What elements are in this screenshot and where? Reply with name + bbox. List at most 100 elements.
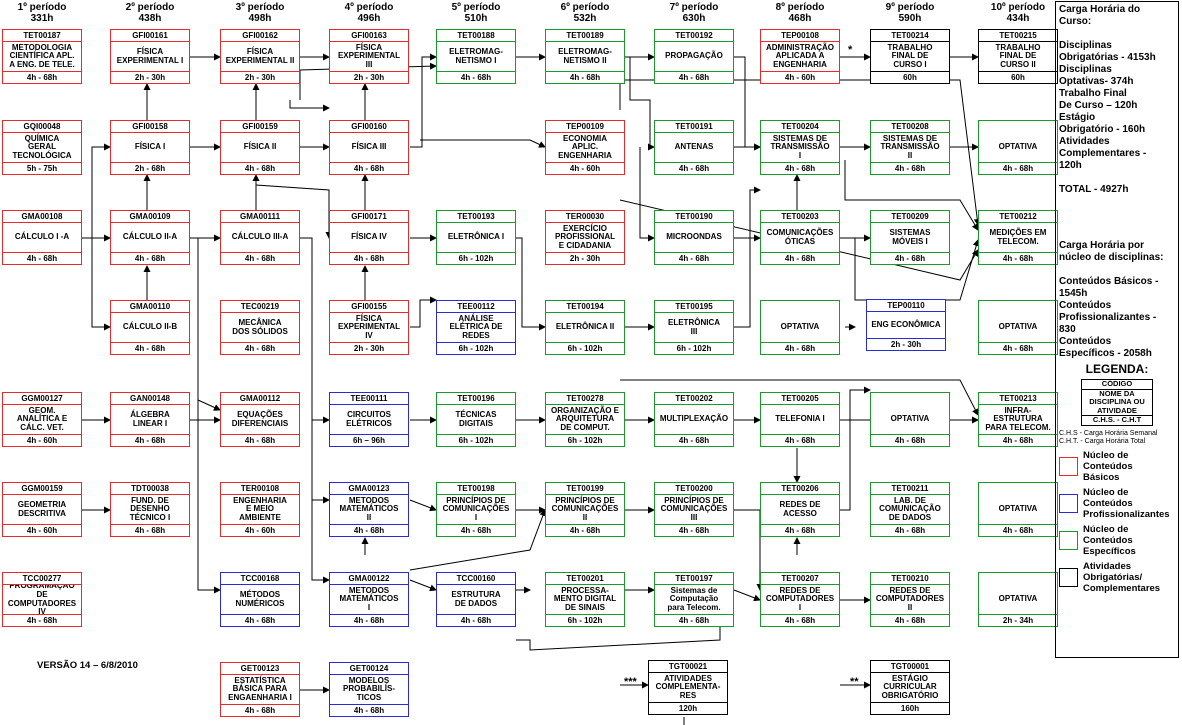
course-code: GMA00109	[111, 211, 189, 223]
course-code: TCC00160	[437, 573, 515, 585]
course-workload: 4h - 68h	[437, 614, 515, 626]
course-workload: 4h - 68h	[221, 704, 299, 716]
legend-key: Núcleo de Conteúdos Básicos	[1059, 450, 1175, 483]
nucleo-title: Carga Horária por núcleo de disciplinas:	[1059, 240, 1164, 263]
course-workload: 60h	[979, 71, 1057, 83]
course-code: TET00190	[655, 211, 733, 223]
summary-panel: Carga Horária do Curso: Disciplinas Obri…	[1055, 1, 1179, 658]
course-code: GFI00160	[330, 121, 408, 133]
course-code: TET00200	[655, 483, 733, 495]
course-workload: 4h - 68h	[655, 162, 733, 174]
course-workload: 4h - 68h	[437, 524, 515, 536]
course-code: GET00124	[330, 663, 408, 675]
course-workload: 4h - 68h	[437, 71, 515, 83]
course-code: TET00208	[871, 121, 949, 133]
course-code: TET00201	[546, 573, 624, 585]
legend-key: Núcleo de Conteúdos Específicos	[1059, 524, 1175, 557]
course-code: TEE00111	[330, 393, 408, 405]
course-workload: 6h - 102h	[546, 342, 624, 354]
course-workload: 4h - 68h	[546, 71, 624, 83]
course-workload: 4h - 68h	[111, 434, 189, 446]
course-workload: 4h - 68h	[546, 524, 624, 536]
course-workload: 6h - 102h	[546, 434, 624, 446]
course-workload: 4h - 68h	[655, 71, 733, 83]
course-workload: 6h - 102h	[437, 252, 515, 264]
course-name: QUÍMICA GERAL TECNOLÓGICA	[12, 133, 72, 160]
legend-key-label: Núcleo de Conteúdos Específicos	[1083, 523, 1136, 557]
course-workload: 2h - 30h	[330, 71, 408, 83]
